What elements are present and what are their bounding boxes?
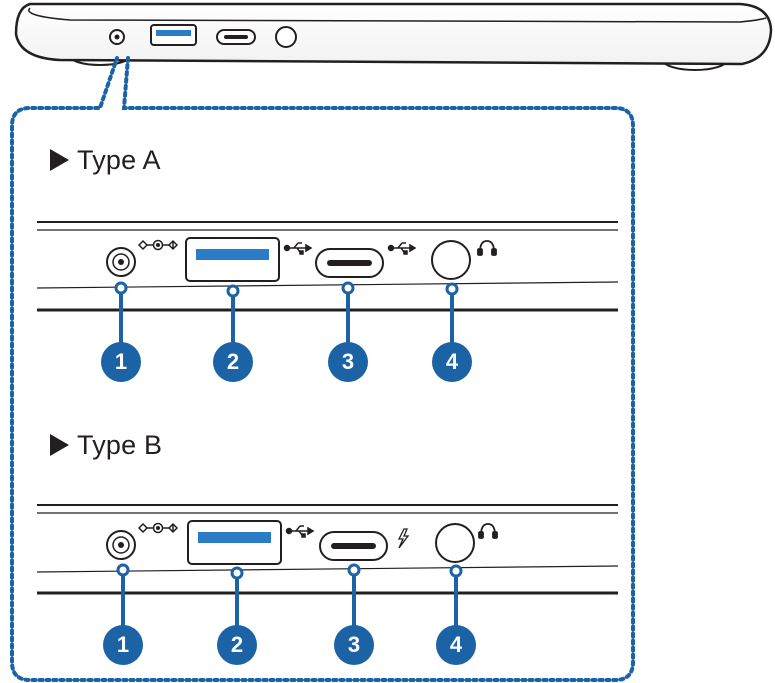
headphone-icon bbox=[477, 240, 497, 256]
zoom-callout-border bbox=[10, 56, 635, 682]
section-heading-type-b: Type B bbox=[50, 430, 162, 461]
dc-power-icon bbox=[137, 239, 179, 251]
triangle-bullet-icon bbox=[50, 149, 69, 171]
usb-icon bbox=[387, 242, 417, 255]
callout-2: 2 bbox=[213, 342, 253, 382]
callout-4: 4 bbox=[432, 342, 472, 382]
usb-icon bbox=[283, 242, 313, 255]
usb-icon bbox=[285, 525, 315, 538]
panel-seam bbox=[36, 281, 619, 289]
panel-seam bbox=[36, 565, 619, 573]
triangle-bullet-icon bbox=[50, 434, 69, 456]
callout-3: 3 bbox=[328, 342, 368, 382]
type-b-port-panel bbox=[36, 504, 619, 628]
callout-1: 1 bbox=[101, 342, 141, 382]
section-title: Type A bbox=[77, 145, 161, 175]
type-a-port-panel bbox=[36, 221, 619, 345]
callout-1: 1 bbox=[103, 625, 143, 665]
thunderbolt-icon bbox=[397, 528, 410, 549]
laptop-body bbox=[14, 2, 773, 66]
dc-power-icon bbox=[137, 522, 179, 534]
leader-lines bbox=[121, 570, 458, 628]
headphone-icon bbox=[478, 523, 498, 539]
headphone-port bbox=[435, 523, 475, 563]
headphone-port-small bbox=[275, 26, 297, 48]
callout-3: 3 bbox=[334, 625, 374, 665]
callout-4: 4 bbox=[436, 625, 476, 665]
section-heading-type-a: Type A bbox=[50, 145, 161, 176]
leader-lines bbox=[119, 288, 454, 345]
laptop-side-view bbox=[14, 2, 773, 71]
section-title: Type B bbox=[77, 430, 163, 460]
callout-2: 2 bbox=[217, 625, 257, 665]
laptop-lid-line bbox=[28, 7, 767, 23]
headphone-port bbox=[431, 240, 471, 280]
